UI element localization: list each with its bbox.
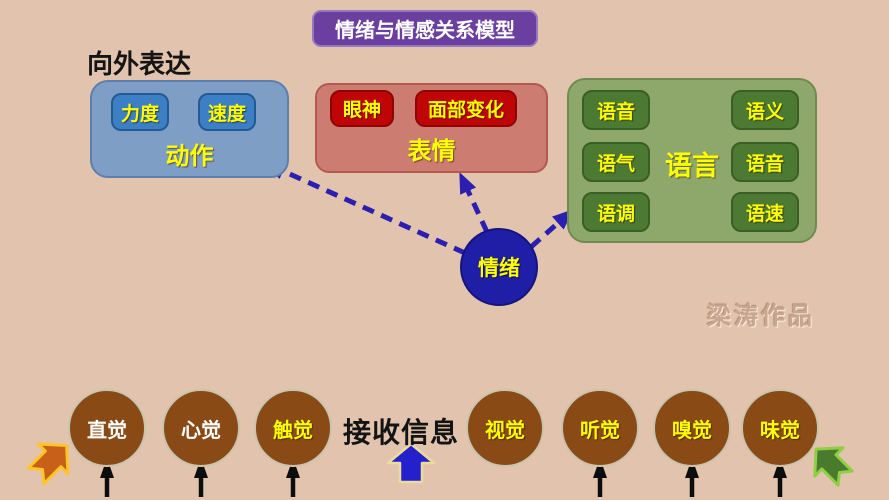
emotion-node: 情绪 — [460, 228, 538, 306]
sense-circle-intuition: 直觉 — [68, 389, 146, 467]
sense-circle-touch: 触觉 — [254, 389, 332, 467]
expression-panel: 眼神 面部变化 表情 — [315, 83, 548, 173]
watermark: 梁涛作品 — [707, 303, 815, 330]
action-item-strength: 力度 — [111, 93, 169, 131]
sense-circle-sight: 视觉 — [466, 389, 544, 467]
diagram-title: 情绪与情感关系模型 — [312, 10, 538, 47]
dashed-arrow-emotion-to-action-icon — [264, 162, 467, 256]
expression-item-face-change: 面部变化 — [415, 90, 517, 127]
language-item-semantics: 语义 — [731, 90, 799, 130]
dashed-arrow-emotion-to-language-icon — [529, 209, 574, 249]
language-item-speech-rate: 语速 — [731, 192, 799, 232]
sense-circle-smell: 嗅觉 — [653, 389, 731, 467]
sense-circle-taste: 味觉 — [741, 389, 819, 467]
language-item-voice2: 语音 — [731, 142, 799, 182]
receive-section-label: 接收信息 — [343, 417, 460, 448]
language-item-intonation: 语调 — [582, 192, 650, 232]
language-panel-label: 语言 — [665, 151, 719, 181]
action-item-speed: 速度 — [198, 93, 256, 131]
expression-panel-label: 表情 — [407, 138, 456, 165]
language-item-voice: 语音 — [582, 90, 650, 130]
express-section-label: 向外表达 — [87, 49, 192, 79]
language-panel: 语音 语气 语调 语义 语音 语速 语言 — [567, 78, 817, 243]
expression-item-eyes: 眼神 — [330, 90, 394, 127]
action-panel: 力度 速度 动作 — [90, 80, 289, 178]
sense-circle-hearing: 听觉 — [561, 389, 639, 467]
language-item-tone: 语气 — [582, 142, 650, 182]
sense-circle-heart: 心觉 — [162, 389, 240, 467]
dashed-arrow-emotion-to-expression-icon — [459, 172, 490, 234]
action-panel-label: 动作 — [165, 143, 214, 170]
